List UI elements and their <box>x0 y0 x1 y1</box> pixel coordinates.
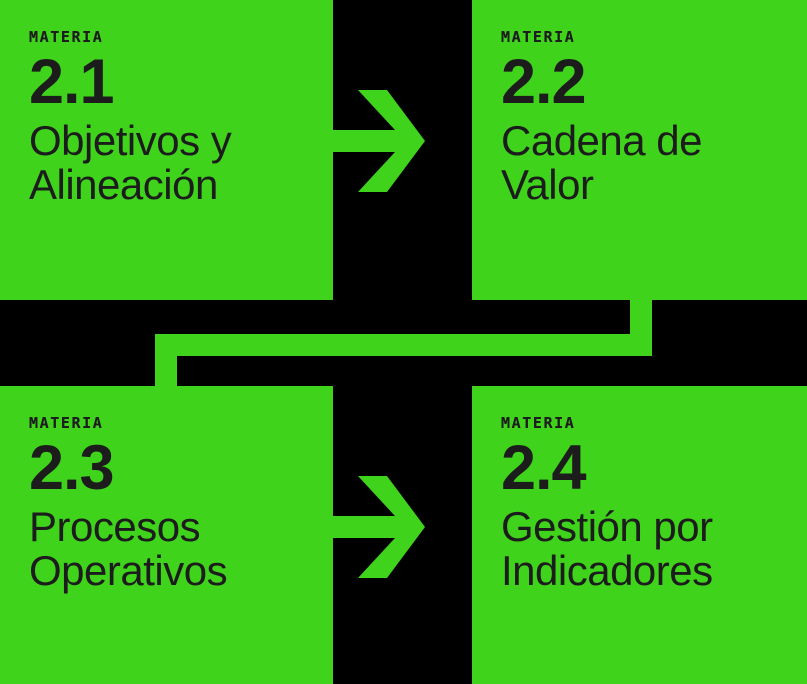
connector-segment-vertical-left <box>155 334 177 388</box>
arrow-right-icon <box>325 476 425 578</box>
panel-number: 2.2 <box>501 47 587 117</box>
panel-title: Procesos Operativos <box>29 502 228 595</box>
arrow-right-icon <box>325 90 425 192</box>
panel-kicker: MATERIA <box>29 414 104 432</box>
panel-kicker: MATERIA <box>29 28 104 46</box>
panel-2-2[interactable]: MATERIA 2.2 Cadena de Valor <box>472 0 807 300</box>
panel-2-3[interactable]: MATERIA 2.3 Procesos Operativos <box>0 386 333 684</box>
panel-number: 2.4 <box>501 433 587 503</box>
panel-title: Objetivos y Alineación <box>29 116 232 209</box>
panel-title: Gestión por Indicadores <box>501 502 713 595</box>
panel-number: 2.1 <box>29 47 115 117</box>
panel-title: Cadena de Valor <box>501 116 703 209</box>
panel-kicker: MATERIA <box>501 414 576 432</box>
panel-kicker: MATERIA <box>501 28 576 46</box>
panel-2-1[interactable]: MATERIA 2.1 Objetivos y Alineación <box>0 0 333 300</box>
panel-number: 2.3 <box>29 433 115 503</box>
panel-2-4[interactable]: MATERIA 2.4 Gestión por Indicadores <box>472 386 807 684</box>
connector-segment-horizontal <box>155 334 652 356</box>
